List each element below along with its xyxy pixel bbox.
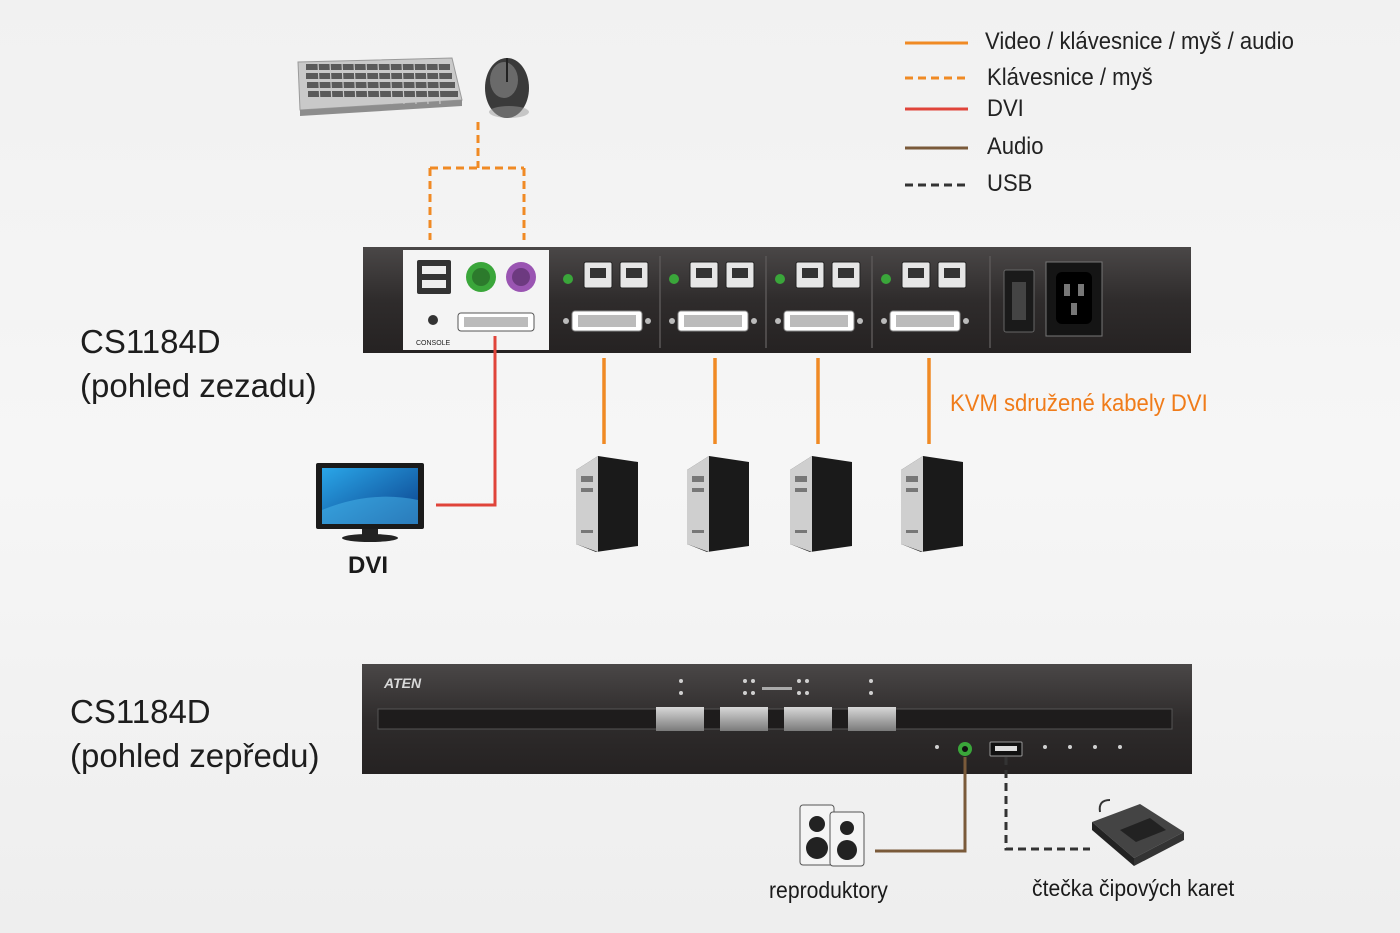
rear-view-title: CS1184D (pohled zezadu) — [80, 320, 317, 408]
legend-kb-mouse: Klávesnice / myš — [987, 64, 1153, 91]
mouse-icon — [485, 58, 529, 118]
kb-mouse-cables — [428, 122, 526, 240]
front-caption: (pohled zepředu) — [70, 737, 320, 774]
computer-port-groups — [563, 261, 969, 332]
card-reader-icon — [1092, 799, 1184, 866]
monitor-label: DVI — [348, 552, 389, 579]
port-group-2 — [669, 261, 757, 332]
usb-cable — [1004, 757, 1090, 851]
computer-icon — [576, 456, 638, 552]
port-group-1 — [563, 261, 651, 332]
audio-cable — [875, 757, 967, 853]
front-view-title: CS1184D (pohled zepředu) — [70, 690, 320, 778]
computer-icon — [687, 456, 749, 552]
rear-caption: (pohled zezadu) — [80, 367, 317, 404]
keyboard-icon — [297, 57, 463, 116]
computers — [576, 456, 963, 552]
speakers-icon — [799, 804, 865, 867]
kvm-cables-label: KVM sdružené kabely DVI — [950, 390, 1208, 417]
legend-audio: Audio — [987, 133, 1044, 160]
power-section — [1003, 261, 1103, 337]
computer-icon — [901, 456, 963, 552]
computer-icon — [790, 456, 852, 552]
kvm-cables — [602, 358, 931, 444]
monitor-icon — [316, 463, 424, 542]
svg-text:CONSOLE: CONSOLE — [416, 340, 451, 347]
legend-swatches — [905, 41, 968, 187]
front-panel: ATEN — [362, 664, 1192, 774]
port-group-3 — [775, 261, 863, 332]
speakers-label: reproduktory — [769, 877, 888, 903]
legend-video: Video / klávesnice / myš / audio — [985, 28, 1294, 55]
front-model: CS1184D — [70, 693, 211, 730]
svg-text:ATEN: ATEN — [383, 675, 422, 691]
card-reader-label: čtečka čipových karet — [1032, 875, 1235, 901]
port-group-4 — [881, 261, 969, 332]
legend-dvi: DVI — [987, 95, 1024, 122]
rear-model: CS1184D — [80, 323, 221, 360]
legend-usb: USB — [987, 170, 1033, 197]
dvi-cable — [436, 336, 497, 507]
